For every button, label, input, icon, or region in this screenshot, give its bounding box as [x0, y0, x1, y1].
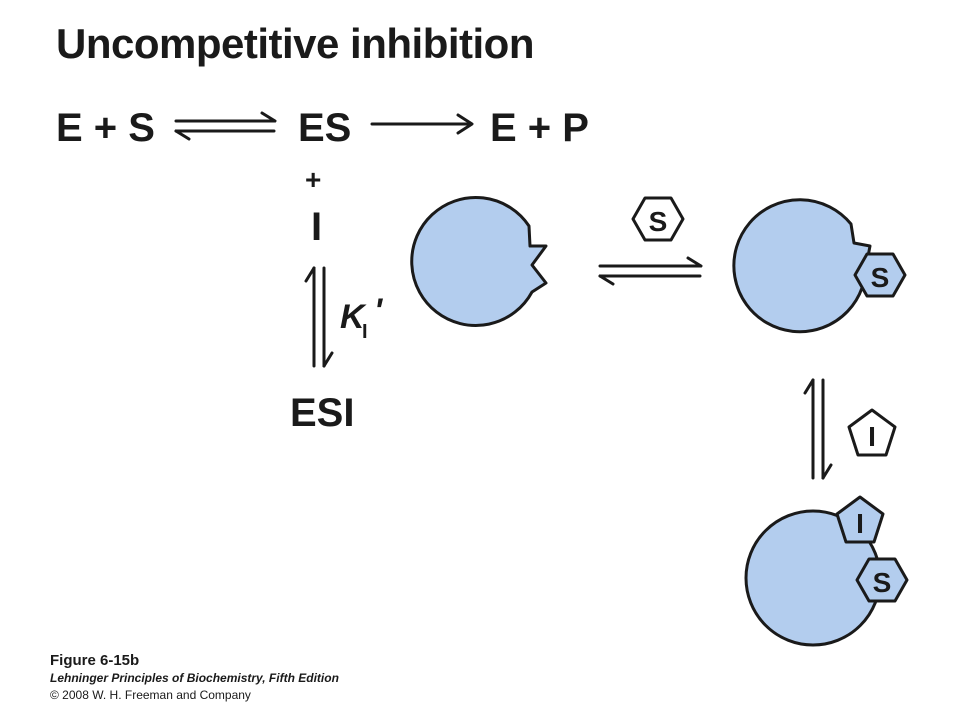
enzyme-substrate-label: ES	[298, 106, 352, 150]
constant-subscript: I	[362, 321, 368, 343]
book-title: Lehninger Principles of Biochemistry, Fi…	[50, 671, 339, 685]
copyright-notice: © 2008 W. H. Freeman and Company	[50, 688, 251, 702]
binding-equilibrium-arrow	[598, 256, 703, 286]
constant-symbol: K	[340, 298, 365, 336]
figure-title: Uncompetitive inhibition	[56, 20, 535, 67]
es-enzyme-shape	[732, 198, 872, 334]
inhibitor-pentagon-bound	[835, 495, 885, 544]
equilibrium-arrow-es	[174, 111, 277, 141]
substrate-hexagon-free	[631, 196, 685, 242]
constant-prime: '	[374, 292, 383, 330]
substrate-hexagon-bound	[853, 252, 907, 298]
inhibitor-label-bound: I	[856, 508, 864, 539]
equilibrium-arrow-esi	[304, 266, 334, 368]
forward-arrow-product	[370, 113, 474, 135]
substrate-hexagon-esi	[855, 557, 909, 603]
products-label: E + P	[490, 106, 589, 150]
inhibitor-pentagon-free	[847, 408, 897, 457]
reactants-label: E + S	[56, 106, 155, 150]
substrate-label-free: S	[649, 206, 668, 237]
inhibitor-equilibrium-arrow	[803, 378, 833, 480]
substrate-label-bound: S	[871, 262, 890, 293]
plus-sign: +	[305, 164, 322, 195]
figure-number: Figure 6-15b	[50, 652, 140, 669]
inhibitor-label-free: I	[868, 421, 876, 452]
esi-complex-label: ESI	[290, 391, 355, 435]
inhibitor-label: I	[311, 205, 323, 249]
free-enzyme-shape	[410, 196, 548, 327]
substrate-label-esi: S	[873, 567, 892, 598]
